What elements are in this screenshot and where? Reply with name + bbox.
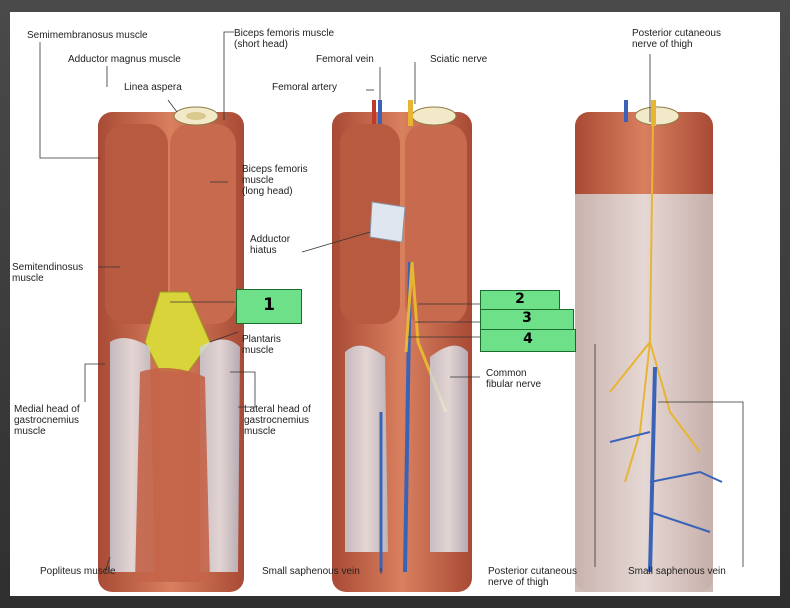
label-femoral-artery: Femoral artery (272, 82, 338, 93)
label-posterior-cutaneous-bottom: Posterior cutaneous nerve of thigh (488, 566, 577, 588)
label-small-saphenous-vein-right: Small saphenous vein (628, 566, 726, 577)
label-popliteus: Popliteus muscle (40, 566, 116, 577)
label-semimembranosus: Semimembranosus muscle (27, 30, 148, 41)
label-posterior-cutaneous-top: Posterior cutaneous nerve of thigh (632, 28, 721, 50)
label-plantaris: Plantaris muscle (242, 334, 281, 356)
label-medial-gastrocnemius: Medial head of gastrocnemius muscle (14, 404, 80, 437)
label-adductor-hiatus: Adductor hiatus (250, 234, 291, 256)
popliteal-fossa-illustration (39, 31, 744, 592)
label-adductor-magnus: Adductor magnus muscle (68, 54, 181, 65)
label-sciatic-nerve: Sciatic nerve (430, 54, 488, 65)
right-leg (575, 100, 723, 592)
label-biceps-long-head: Biceps femoris muscle (long head) (242, 164, 308, 197)
leader-lines (39, 31, 744, 574)
label-lateral-gastrocnemius: Lateral head of gastrocnemius muscle (244, 404, 311, 437)
label-common-fibular-nerve: Common fibular nerve (486, 368, 542, 390)
label-semitendinosus: Semitendinosus muscle (12, 262, 84, 284)
label-biceps-short-head: Biceps femoris muscle (short head) (234, 28, 335, 50)
answer-box-3[interactable]: 3 (480, 309, 574, 330)
diagram-panel: Semimembranosus muscle Adductor magnus m… (10, 12, 780, 596)
answer-box-4[interactable]: 4 (480, 329, 576, 352)
middle-leg (332, 100, 472, 592)
label-linea-aspera: Linea aspera (124, 82, 182, 93)
label-small-saphenous-vein-middle: Small saphenous vein (262, 566, 360, 577)
label-femoral-vein: Femoral vein (316, 54, 374, 65)
answer-box-2[interactable]: 2 (480, 290, 560, 310)
answer-box-1[interactable]: 1 (236, 289, 302, 324)
left-leg (98, 106, 244, 592)
